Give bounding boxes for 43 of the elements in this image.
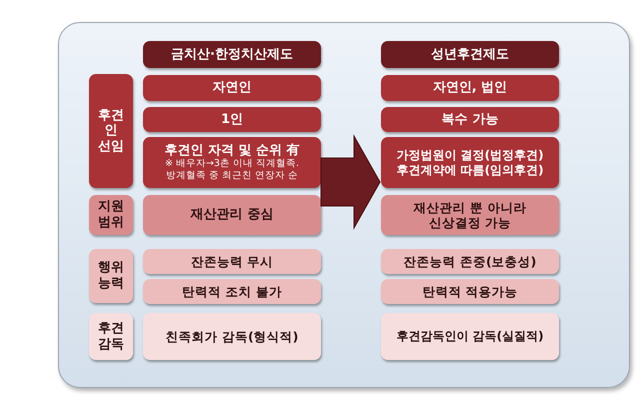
comparison-bar (143, 313, 321, 360)
label-text: 잔존능력 무시 (190, 254, 274, 269)
comparison-bar (381, 137, 559, 188)
label-text: 자연인 (212, 80, 252, 96)
row-title: 후견 감독 (97, 320, 125, 352)
comparison-panel (58, 22, 630, 388)
comparison-bar (381, 313, 559, 360)
column-header-bar (381, 41, 559, 68)
comparison-bar (381, 75, 559, 101)
column-header-bar (143, 41, 321, 68)
label-text: 탄력적 적용가능 (421, 284, 519, 299)
label-text: 재산관리 중심 (190, 207, 274, 223)
comparison-bar (143, 75, 321, 101)
comparison-bar (381, 249, 559, 274)
label-text: 가정법원이 결정(법정후견) 후견계약에 따름(임의후견) (395, 148, 545, 177)
row-header-tab (89, 195, 133, 235)
row-title: 지원 범위 (97, 199, 125, 231)
comparison-bar (381, 195, 559, 235)
label-text: 탄력적 조치 불가 (181, 284, 283, 299)
label-text: 후견인 자격 및 순위 有 (163, 142, 301, 158)
label-text: 잔존능력 존중(보충성) (402, 254, 538, 269)
comparison-bar (143, 279, 321, 304)
comparison-bar (381, 279, 559, 304)
label-text: 친족회가 감독(형식적) (164, 329, 300, 344)
comparison-bar (143, 107, 321, 132)
note-text: ※ 배우자→3촌 이내 직계혈족. 방계혈족 중 최근친 연장자 순 (164, 158, 300, 182)
label-text: 복수 가능 (440, 112, 500, 128)
row-title: 행위 능력 (97, 260, 125, 292)
row-title: 후견 인 선임 (97, 108, 125, 154)
comparison-bar (381, 107, 559, 132)
label-text: 성년후견제도 (430, 46, 510, 62)
label-text: 자연인, 법인 (432, 80, 508, 96)
comparison-bar (143, 137, 321, 188)
row-header-tab (89, 74, 133, 188)
label-text: 후견감독인이 감독(실질적) (395, 329, 545, 344)
label-text: 금치산·한정치산제도 (170, 46, 294, 62)
block-arrow (320, 134, 381, 230)
comparison-bar (143, 195, 321, 235)
row-header-tab (89, 249, 133, 303)
row-header-tab (89, 313, 133, 360)
label-text: 1인 (220, 112, 244, 128)
label-text: 재산관리 뿐 아니라 신상결정 가능 (412, 200, 528, 230)
comparison-bar (143, 249, 321, 274)
